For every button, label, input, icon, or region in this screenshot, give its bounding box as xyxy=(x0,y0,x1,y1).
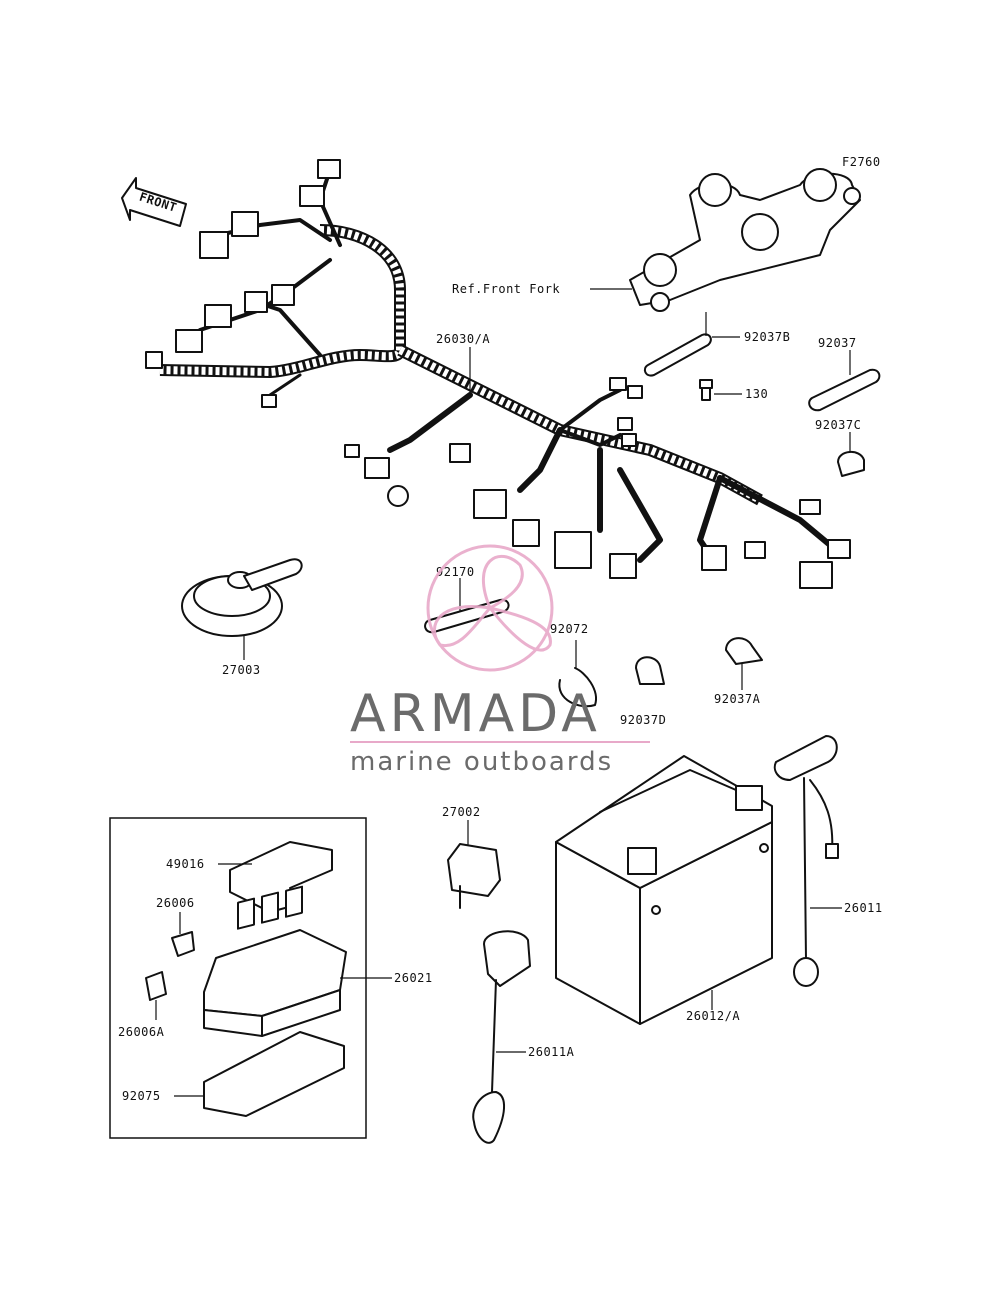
label-49016: 49016 xyxy=(166,857,205,871)
cover-49016 xyxy=(229,841,333,913)
label-92037: 92037 xyxy=(818,336,857,350)
label-26012A: 26012/A xyxy=(686,1009,740,1023)
label-ref-front-fork: Ref.Front Fork xyxy=(452,282,560,296)
cable-26011 xyxy=(773,735,839,987)
cable-26011A xyxy=(472,930,531,1144)
bolt-130 xyxy=(699,379,713,401)
label-92037C: 92037C xyxy=(815,418,861,432)
watermark-tagline: marine outboards xyxy=(350,747,613,777)
wiring-harness xyxy=(145,159,851,589)
fuse-26006 xyxy=(171,931,195,957)
front-arrow-icon: FRONT xyxy=(121,177,187,227)
label-26011A: 26011A xyxy=(528,1045,575,1059)
label-27003: 27003 xyxy=(222,663,261,677)
label-26030A: 26030/A xyxy=(436,332,490,346)
figure-code: F2760 xyxy=(842,155,881,169)
front-fork-bracket xyxy=(629,168,861,312)
label-26006A: 26006A xyxy=(118,1025,165,1039)
label-27002: 27002 xyxy=(442,805,481,819)
horn-27003 xyxy=(181,558,303,637)
tray-92075 xyxy=(203,1031,345,1117)
fuse-box-26021 xyxy=(203,885,347,1037)
fuse-26006A xyxy=(145,971,167,1001)
label-92075: 92075 xyxy=(122,1089,161,1103)
clamp-92037D xyxy=(635,656,665,685)
strap-92037 xyxy=(808,368,881,412)
label-26006: 26006 xyxy=(156,896,195,910)
strap-92037B xyxy=(643,333,712,377)
label-92170: 92170 xyxy=(436,565,475,579)
label-130: 130 xyxy=(745,387,768,401)
label-92037D: 92037D xyxy=(620,713,666,727)
band-92072 xyxy=(558,667,597,708)
label-92037A: 92037A xyxy=(714,692,761,706)
clamp-92037C xyxy=(837,451,865,477)
watermark-logo-icon xyxy=(426,544,554,672)
watermark-brand: ARMADA xyxy=(350,684,601,744)
relay-27002 xyxy=(447,843,501,909)
label-26011: 26011 xyxy=(844,901,883,915)
clamp-92037A xyxy=(725,637,763,665)
label-92037B: 92037B xyxy=(744,330,790,344)
battery-26012A xyxy=(555,755,773,1025)
label-92072: 92072 xyxy=(550,622,589,636)
label-26021: 26021 xyxy=(394,971,433,985)
